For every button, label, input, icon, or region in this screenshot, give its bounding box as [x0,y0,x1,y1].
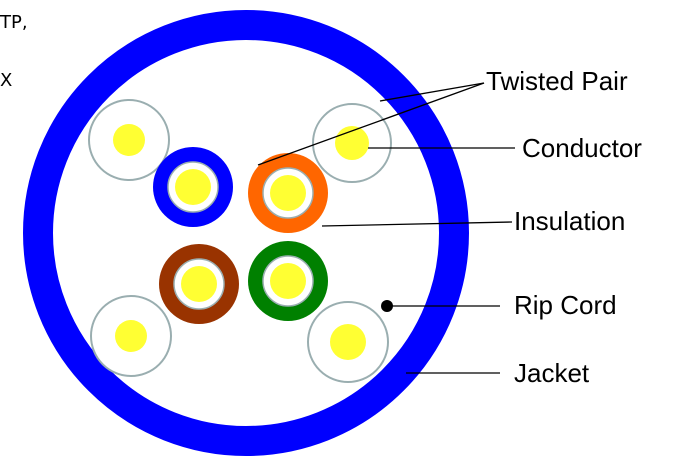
wire-bottom-right-conductor [330,324,366,360]
wire-orange-conductor [270,175,306,211]
wire-green [248,241,328,321]
leader-lines [257,82,515,374]
label-jacket: Jacket [514,358,590,388]
label-conductor: Conductor [522,133,642,163]
wire-blue-conductor [175,169,211,205]
wire-top-left-conductor [113,124,145,156]
wire-top-left [88,99,170,181]
wire-bottom-left-conductor [115,320,147,352]
wire-orange [248,153,328,233]
wire-brown-conductor [181,266,217,302]
wire-top-right [312,103,392,183]
cropped-edge-text-2: X [0,70,13,91]
label-insulation: Insulation [514,206,625,236]
wire-bottom-right [307,301,389,383]
leader-twisted-pair-1 [379,82,485,102]
cropped-edge-text-1: TP, [0,12,28,33]
leader-twisted-pair-2 [257,82,485,166]
wire-bottom-left [90,295,172,377]
wire-blue [153,147,233,227]
wire-green-conductor [270,263,306,299]
leader-insulation [321,221,513,227]
jacket-ring [23,10,469,456]
rip-cord-dot [381,300,393,312]
label-rip-cord: Rip Cord [514,290,617,320]
label-twisted-pair: Twisted Pair [486,66,628,96]
wire-brown [159,244,239,324]
